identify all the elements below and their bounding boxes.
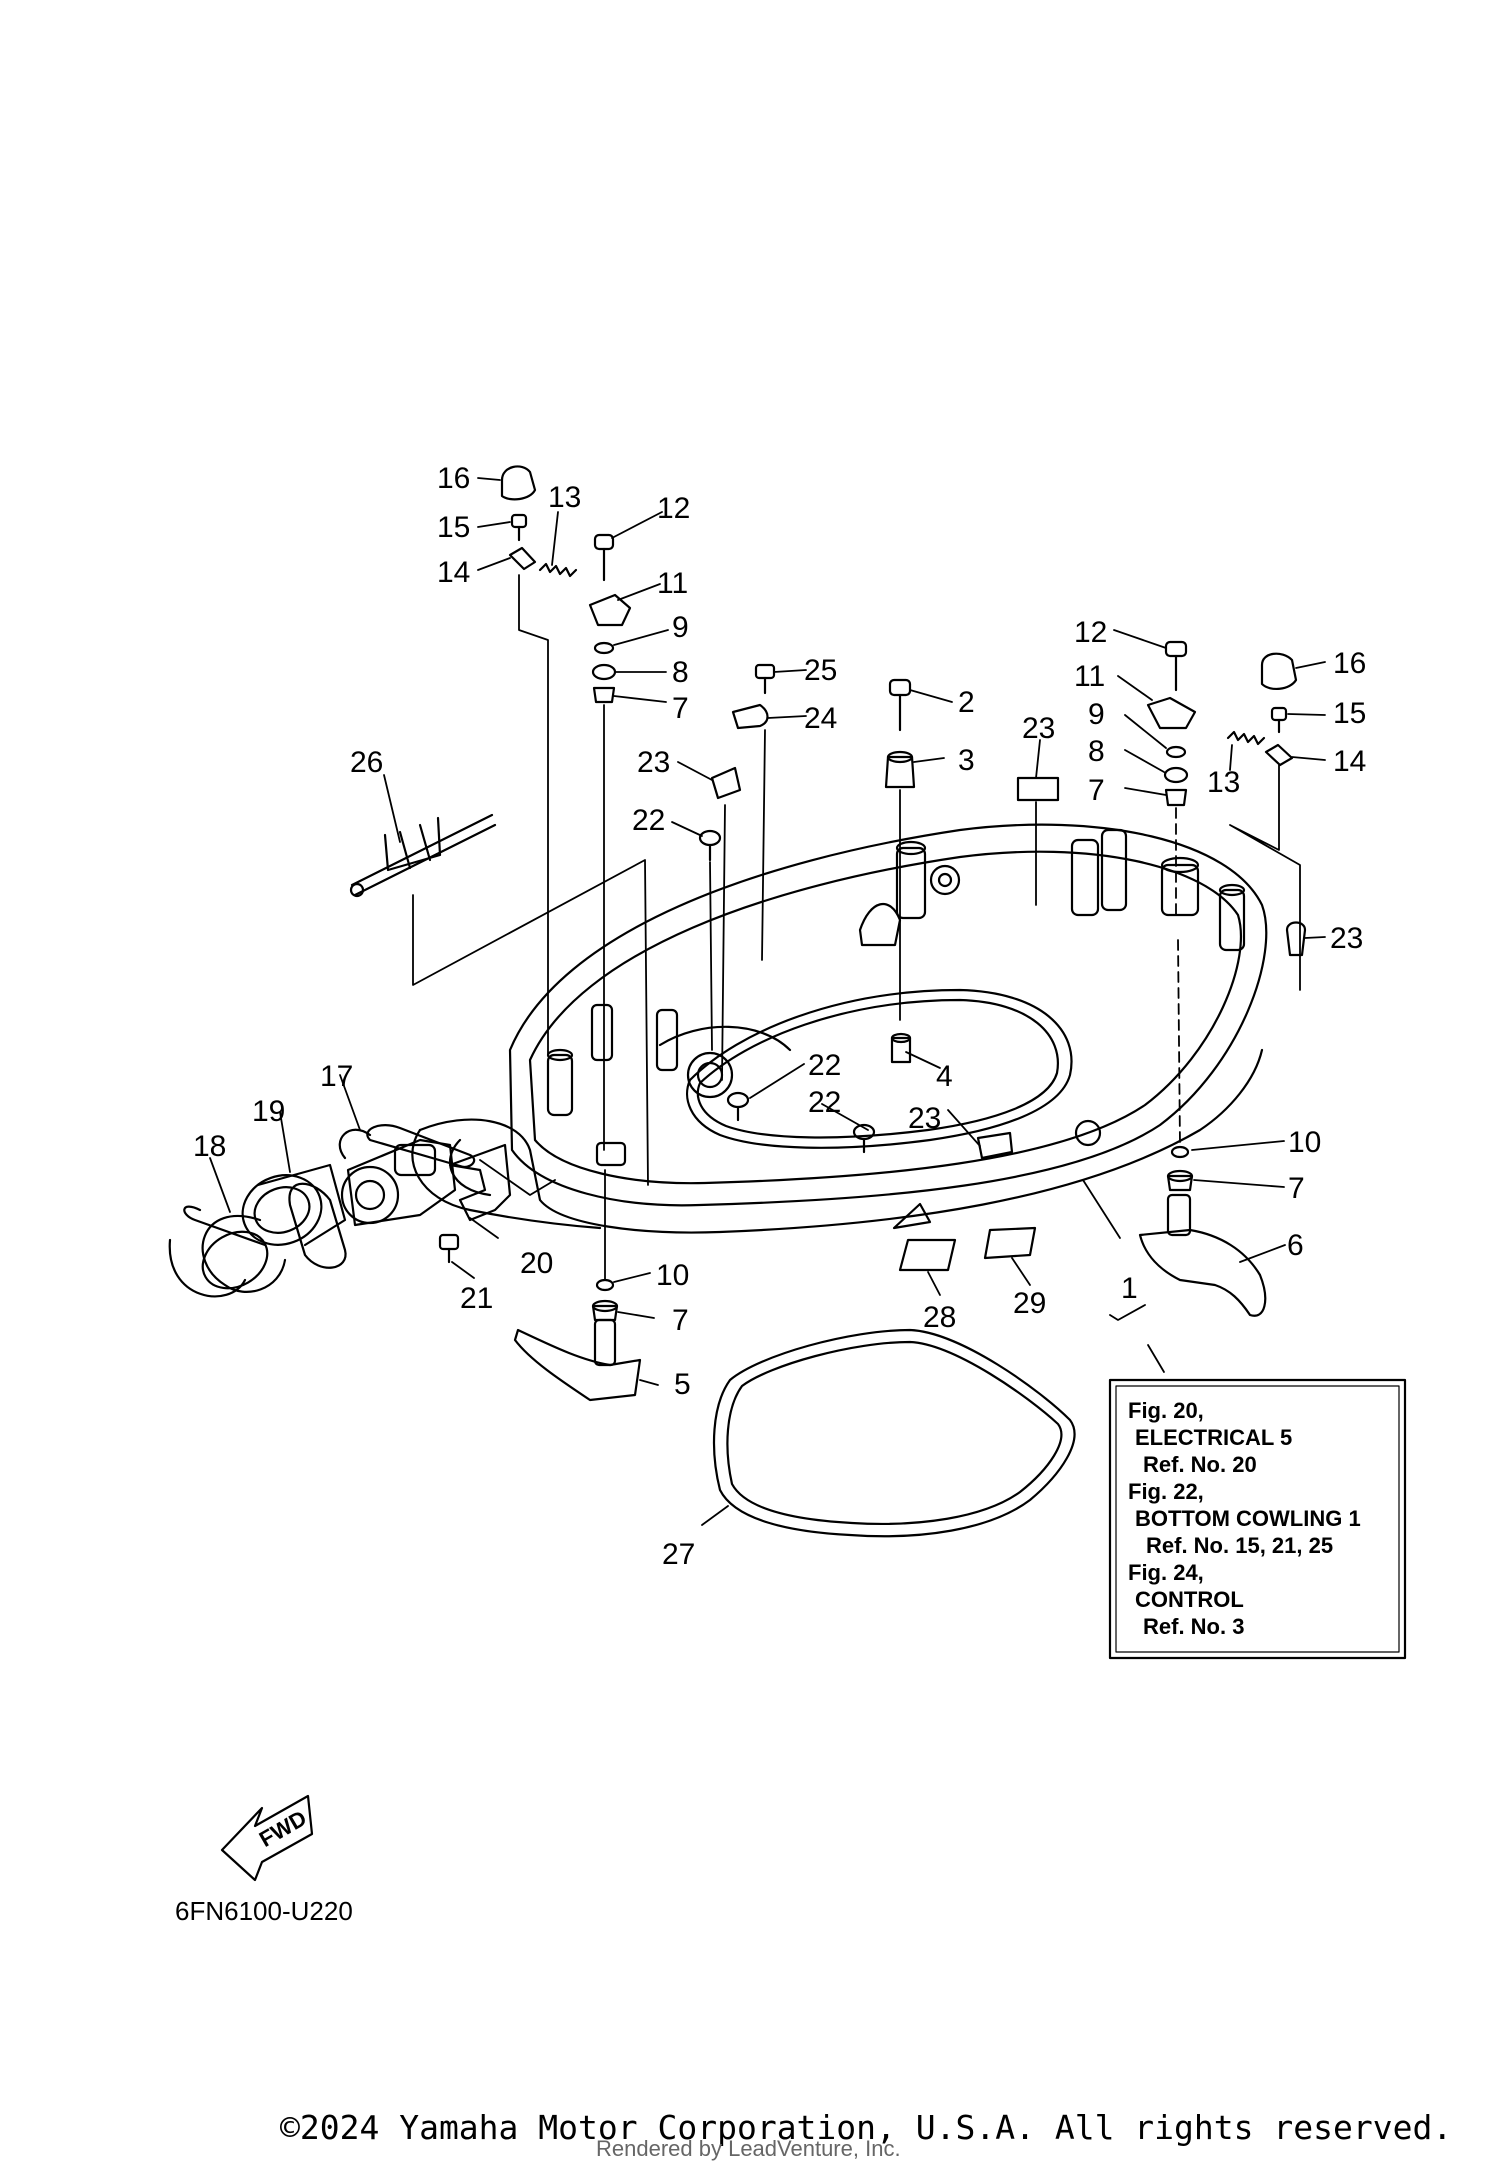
callout-21: 21	[460, 1282, 493, 1315]
lever-5	[513, 1318, 642, 1402]
callout-6: 6	[1287, 1229, 1304, 1262]
callout-10b: 10	[656, 1259, 689, 1292]
callout-23a: 23	[637, 746, 670, 779]
callout-13b: 13	[1207, 766, 1240, 799]
callout-23d: 23	[908, 1102, 941, 1135]
callout-3: 3	[958, 744, 975, 777]
lever-6	[1138, 1193, 1267, 1317]
callout-9a: 9	[672, 611, 689, 644]
bottom-cowling	[411, 823, 1268, 1234]
callout-15a: 15	[437, 511, 470, 544]
callout-16b: 16	[1333, 647, 1366, 680]
callout-5: 5	[674, 1368, 691, 1401]
callout-23b: 23	[1022, 712, 1055, 745]
callout-22c: 22	[808, 1086, 841, 1119]
hardware-parts	[500, 465, 1307, 1322]
callout-14a: 14	[437, 556, 470, 589]
callout-28: 28	[923, 1301, 956, 1334]
callout-labels: 16 15 14 13 12 11 9 8 7 25 24 2 3 23 22 …	[193, 462, 1366, 1571]
ref-line-6: Ref. No. 15, 21, 25	[1146, 1533, 1333, 1558]
callout-17: 17	[320, 1060, 353, 1093]
ref-line-7: Fig. 24,	[1128, 1560, 1204, 1585]
ref-line-8: CONTROL	[1135, 1587, 1244, 1612]
ref-line-9: Ref. No. 3	[1143, 1614, 1244, 1639]
ref-line-2: ELECTRICAL 5	[1135, 1425, 1292, 1450]
fwd-arrow-icon	[220, 1794, 314, 1882]
callout-8b: 8	[1088, 735, 1105, 768]
callout-1: 1	[1121, 1272, 1138, 1305]
callout-27: 27	[662, 1538, 695, 1571]
rendered-by-watermark: Rendered by LeadVenture, Inc.	[596, 2136, 901, 2161]
callout-7b: 7	[1088, 774, 1105, 807]
callout-2: 2	[958, 686, 975, 719]
reference-box: Fig. 20, ELECTRICAL 5 Ref. No. 20 Fig. 2…	[1128, 1398, 1361, 1639]
callout-20: 20	[520, 1247, 553, 1280]
callout-7d: 7	[672, 1304, 689, 1337]
callout-11a: 11	[657, 567, 688, 600]
callout-8a: 8	[672, 656, 689, 689]
callout-25: 25	[804, 654, 837, 687]
ref-line-4: Fig. 22,	[1128, 1479, 1204, 1504]
ref-line-1: Fig. 20,	[1128, 1398, 1204, 1423]
ref-line-3: Ref. No. 20	[1143, 1452, 1257, 1477]
fwd-label: FWD	[255, 1805, 311, 1852]
callout-23c: 23	[1330, 922, 1363, 955]
leader-lines	[209, 477, 1326, 1526]
callout-4: 4	[936, 1060, 953, 1093]
callout-9b: 9	[1088, 698, 1105, 731]
reference-box-frame	[1108, 1378, 1407, 1660]
callout-15b: 15	[1333, 697, 1366, 730]
callout-22b: 22	[808, 1049, 841, 1082]
callout-29: 29	[1013, 1287, 1046, 1320]
callout-26: 26	[350, 746, 383, 779]
callout-19: 19	[252, 1095, 285, 1128]
callout-22a: 22	[632, 804, 665, 837]
callout-24: 24	[804, 702, 837, 735]
gasket-27	[712, 1328, 1076, 1538]
copyright-notice: ©2024 Yamaha Motor Corporation, U.S.A. A…	[280, 2108, 1453, 2147]
decals	[898, 1226, 1037, 1272]
diagram-code: 6FN6100-U220	[175, 1896, 353, 1926]
fitting-assembly	[168, 1123, 512, 1298]
callout-12a: 12	[657, 492, 690, 525]
ref-line-5: BOTTOM COWLING 1	[1135, 1506, 1361, 1531]
callout-14b: 14	[1333, 745, 1366, 778]
callout-12b: 12	[1074, 616, 1107, 649]
callout-10a: 10	[1288, 1126, 1321, 1159]
callout-11b: 11	[1074, 660, 1105, 693]
callout-7c: 7	[1288, 1172, 1305, 1205]
callout-7a: 7	[672, 692, 689, 725]
bracket-26	[349, 813, 497, 898]
callout-13a: 13	[548, 481, 581, 514]
callout-18: 18	[193, 1130, 226, 1163]
callout-16a: 16	[437, 462, 470, 495]
